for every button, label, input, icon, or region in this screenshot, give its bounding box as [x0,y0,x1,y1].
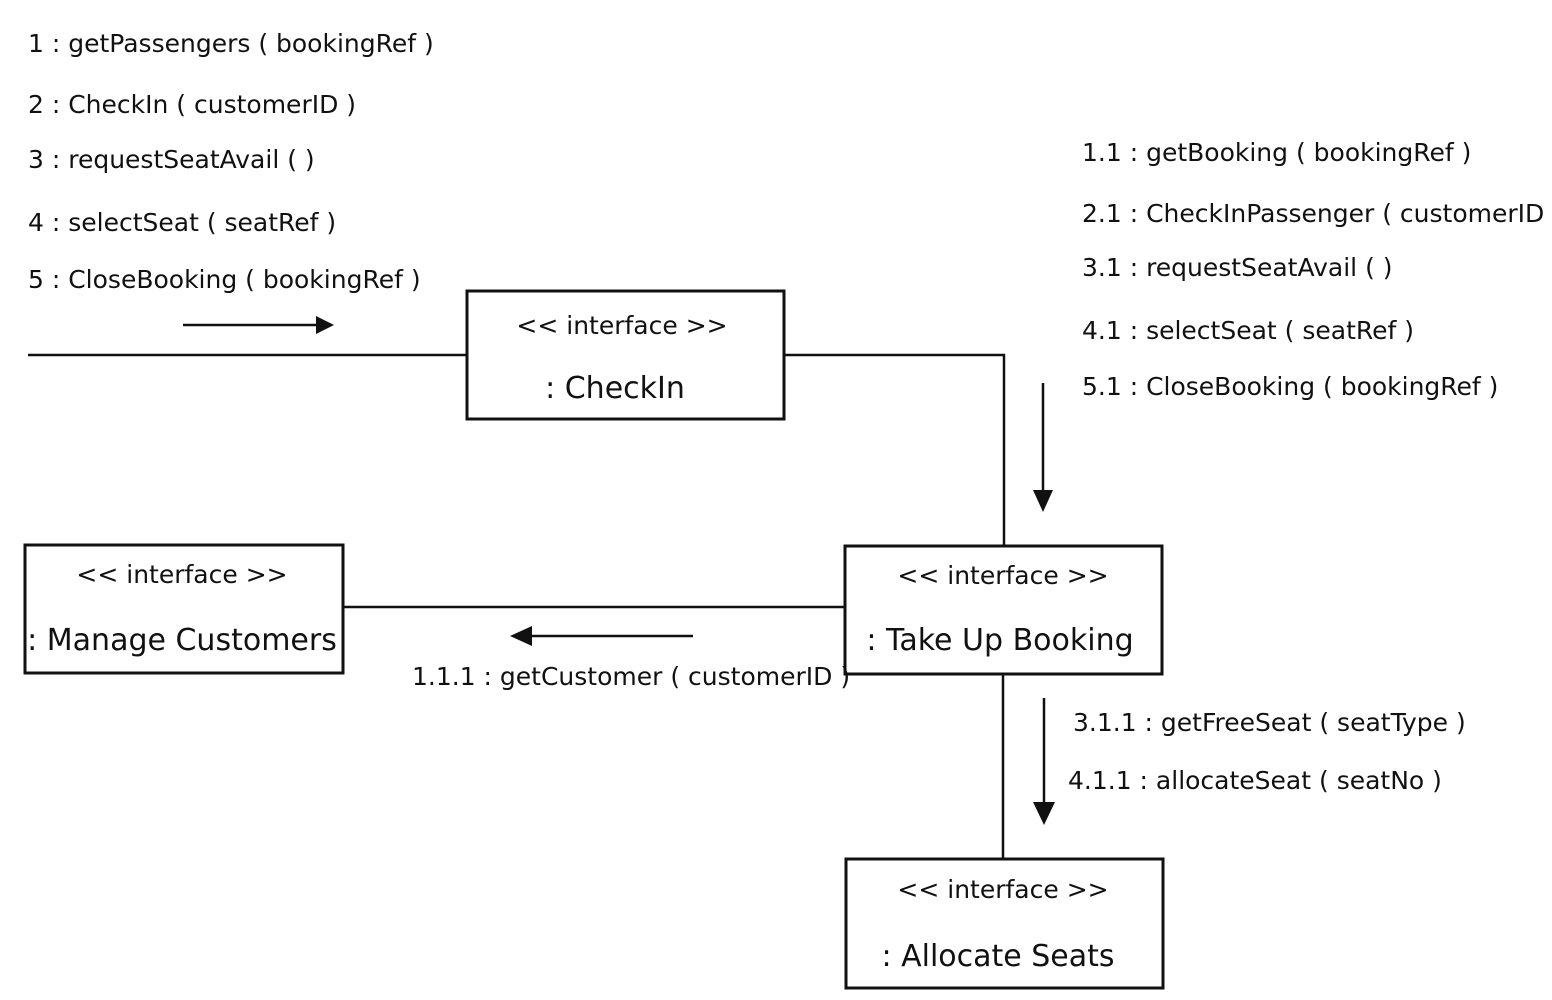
message-label: 2.1 : CheckInPassenger ( customerID ) [1082,199,1552,228]
messages-to-checkin: 1 : getPassengers ( bookingRef ) 2 : Che… [28,29,434,294]
arrow-left-to-managecustomers [510,626,693,646]
allocate-seats-stereotype: << interface >> [897,875,1108,904]
message-label: 1.1 : getBooking ( bookingRef ) [1082,138,1471,167]
component-checkin: << interface >> : CheckIn [465,289,786,421]
message-label: 4.1.1 : allocateSeat ( seatNo ) [1068,766,1442,795]
messages-to-allocate-seats: 3.1.1 : getFreeSeat ( seatType ) 4.1.1 :… [1068,708,1466,795]
manage-customers-name: : Manage Customers [27,623,337,658]
arrow-right-to-checkin [183,316,334,334]
messages-to-manage-customers: 1.1.1 : getCustomer ( customerID ) [412,662,850,691]
message-label: 4 : selectSeat ( seatRef ) [28,208,336,237]
message-label: 1.1.1 : getCustomer ( customerID ) [412,662,850,691]
component-manage-customers: << interface >> : Manage Customers [23,543,345,675]
component-take-up-booking: << interface >> : Take Up Booking [843,544,1164,676]
messages-to-take-up-booking: 1.1 : getBooking ( bookingRef ) 2.1 : Ch… [1082,138,1552,401]
take-up-booking-stereotype: << interface >> [897,561,1108,590]
take-up-booking-name: : Take Up Booking [866,623,1133,658]
message-label: 3 : requestSeatAvail ( ) [28,145,315,174]
link-checkin-takeupbooking [784,353,1006,546]
arrow-down-to-allocateseats [1033,698,1055,825]
message-label: 3.1 : requestSeatAvail ( ) [1082,253,1393,282]
checkin-name: : CheckIn [545,371,685,406]
component-allocate-seats: << interface >> : Allocate Seats [844,857,1165,990]
checkin-stereotype: << interface >> [516,311,727,340]
message-label: 2 : CheckIn ( customerID ) [28,90,356,119]
manage-customers-stereotype: << interface >> [76,560,287,589]
message-label: 4.1 : selectSeat ( seatRef ) [1082,316,1414,345]
message-label: 1 : getPassengers ( bookingRef ) [28,29,434,58]
message-label: 5 : CloseBooking ( bookingRef ) [28,265,421,294]
allocate-seats-name: : Allocate Seats [881,939,1114,974]
arrow-down-to-takeupbooking [1033,383,1053,512]
message-label: 5.1 : CloseBooking ( bookingRef ) [1082,372,1498,401]
message-label: 3.1.1 : getFreeSeat ( seatType ) [1073,708,1466,737]
